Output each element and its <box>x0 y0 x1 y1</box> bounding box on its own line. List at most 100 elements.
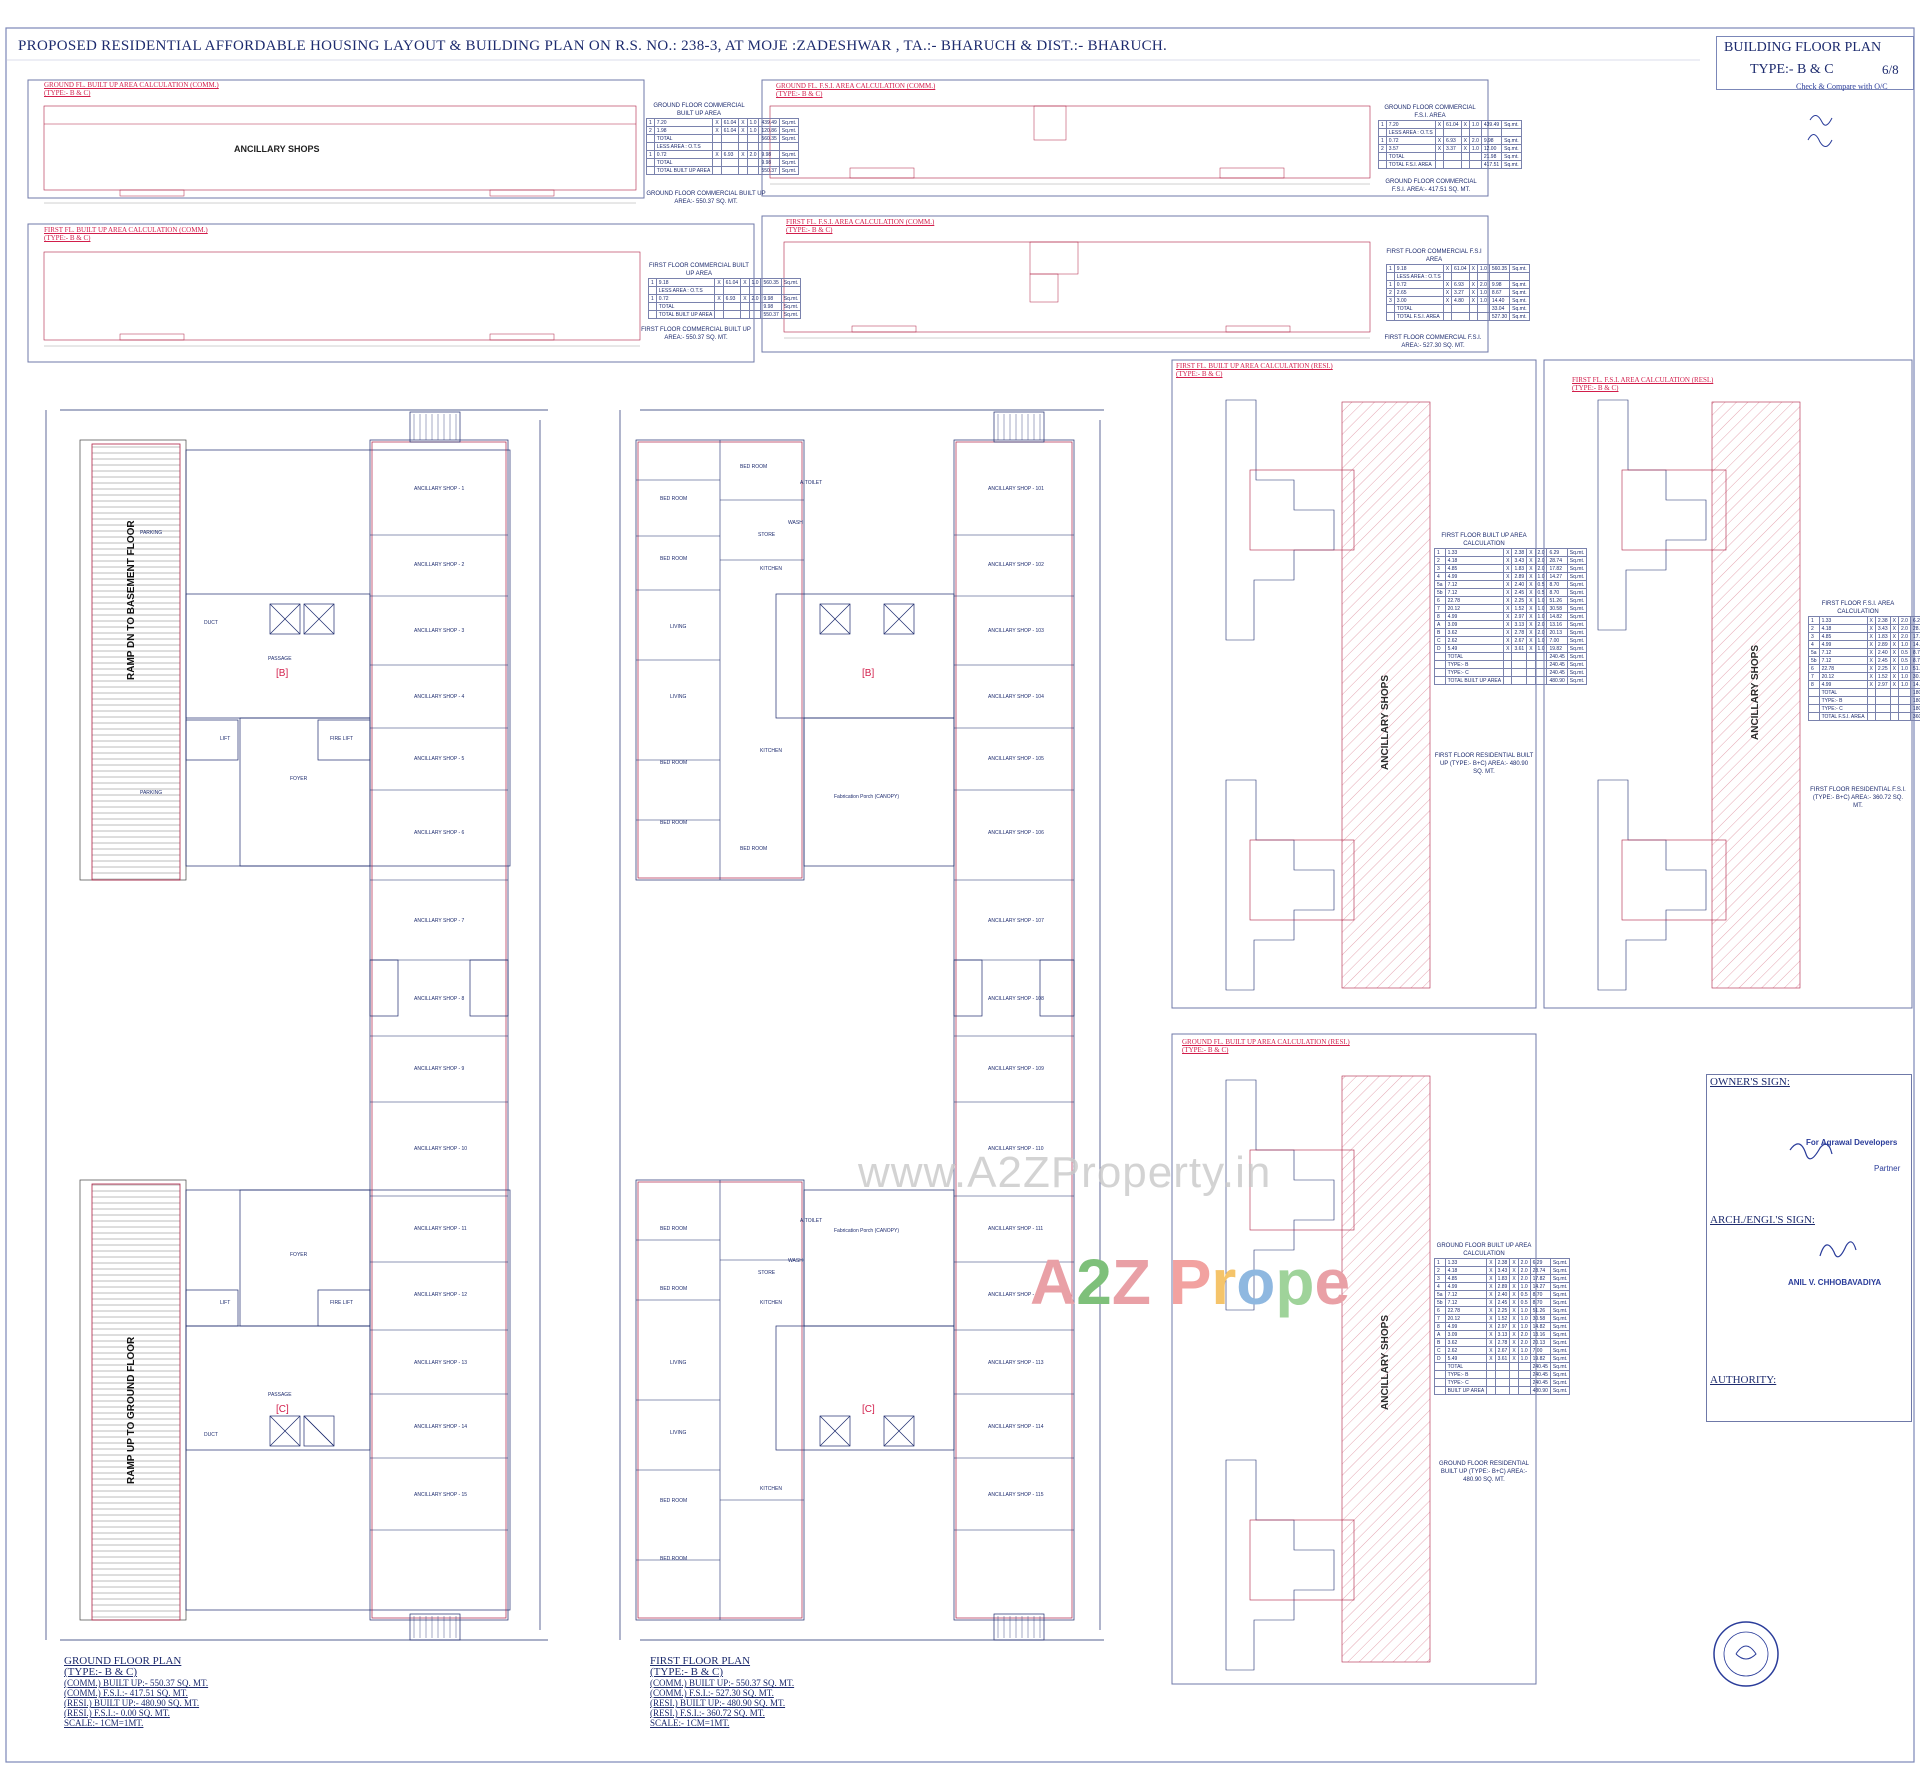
area-table-cell: X <box>1526 636 1536 645</box>
gf-foyer: FOYER <box>290 776 308 782</box>
area-table-cell: X <box>1486 1338 1496 1347</box>
area-table-cell <box>1526 652 1536 661</box>
area-table-cell <box>1874 712 1891 721</box>
area-table-cell: TOTAL <box>1444 652 1505 661</box>
area-table-cell: Sq.mt. <box>778 150 800 159</box>
area-table-cell: Sq.mt. <box>1549 1386 1571 1395</box>
ff-shop-8: ANCILLARY SHOP - 108 <box>988 996 1044 1002</box>
area-table-cell: 2.89 <box>1511 572 1528 581</box>
area-table-cell: 180.36 <box>1909 696 1920 705</box>
area-table-cell: 21.98 <box>1480 152 1503 161</box>
area-table-cell: X <box>1866 616 1876 625</box>
area-table-cell: Sq.mt. <box>1566 628 1588 637</box>
area-table-cell <box>1808 704 1820 713</box>
gf-bua-comm-subtitle: (TYPE:- B & C) <box>44 89 91 97</box>
ff-fsi-ancillary-label: ANCILLARY SHOPS <box>1750 644 1761 740</box>
area-table-cell: X <box>712 118 722 127</box>
area-table-cell: Sq.mt. <box>1566 604 1588 613</box>
area-table-cell <box>712 134 722 143</box>
area-table-cell: TOTAL F.S.I. AREA <box>1385 160 1436 169</box>
area-table-cell <box>712 142 722 151</box>
ff-bua-comm-caption: FIRST FLOOR COMMERCIAL BUILT UP AREA:- 5… <box>641 327 751 341</box>
area-table-cell: 1.0 <box>1534 612 1548 621</box>
fp-cap-5: (RESI.) F.S.I.:- 360.72 SQ. MT. <box>650 1708 765 1718</box>
area-table-cell <box>720 166 740 175</box>
area-table-cell: 2 <box>1808 624 1820 633</box>
area-table-cell: 7.20 <box>1385 120 1436 129</box>
ff-store-2: STORE <box>758 1270 776 1276</box>
area-table-cell: 4.80 <box>1451 296 1470 305</box>
area-table-cell: 7.12 <box>1444 588 1505 597</box>
area-table-cell: X <box>1468 280 1478 289</box>
area-table-cell: X <box>1889 616 1899 625</box>
area-table-cell <box>1476 304 1490 313</box>
ff-store-1: STORE <box>758 532 776 538</box>
area-table-cell: TOTAL BUILT UP AREA <box>1444 676 1505 685</box>
area-table-cell: 8.70 <box>1909 648 1920 657</box>
area-table-cell: Sq.mt. <box>778 118 800 127</box>
area-table-cell: 6.29 <box>1529 1258 1551 1267</box>
area-table-cell: LESS AREA : O.T.S <box>653 142 714 151</box>
area-table-cell: 8.67 <box>1488 288 1511 297</box>
fp-cap-1: (TYPE:- B & C) <box>650 1666 724 1678</box>
area-table-cell: Sq.mt. <box>778 126 800 135</box>
area-table-cell <box>1866 712 1876 721</box>
area-table-cell: 2.0 <box>1517 1258 1531 1267</box>
area-table-cell: X <box>1468 288 1478 297</box>
area-table-cell <box>748 310 762 319</box>
area-table-cell: X <box>1889 632 1899 641</box>
ff-canopy-1: Fabrication Porch (CANOPY) <box>834 794 900 800</box>
area-table-cell: 4.99 <box>1444 1322 1488 1331</box>
area-table-cell <box>1503 660 1513 669</box>
sheet-title: PROPOSED RESIDENTIAL AFFORDABLE HOUSING … <box>18 38 1168 54</box>
gf-fsi-comm-caption: GROUND FLOOR COMMERCIAL F.S.I. AREA:- 41… <box>1385 179 1477 193</box>
area-table-cell: 14.82 <box>1546 612 1568 621</box>
area-table-cell: D <box>1434 644 1446 653</box>
area-table-cell <box>648 310 657 319</box>
ff-shop-9: ANCILLARY SHOP - 109 <box>988 1066 1044 1072</box>
area-table-cell: 6 <box>1434 596 1446 605</box>
area-table-cell: 3.43 <box>1511 556 1528 565</box>
area-table-cell: 61.04 <box>1443 120 1462 129</box>
ff-shop-11: ANCILLARY SHOP - 111 <box>988 1226 1044 1232</box>
gf-duct: DUCT <box>204 620 218 626</box>
area-table-cell <box>722 310 742 319</box>
area-table-cell: X <box>1486 1282 1496 1291</box>
fp-cap-6: SCALE:- 1CM=1MT. <box>650 1718 730 1728</box>
area-table-cell: 2 <box>646 126 655 135</box>
area-table-cell: Sq.mt. <box>1549 1306 1571 1315</box>
ff-bed-10: BED ROOM <box>660 1556 688 1562</box>
area-table-cell: Sq.mt. <box>1549 1282 1571 1291</box>
ff-toilet-1: A.TOILET <box>800 480 823 486</box>
area-table-cell: 28.74 <box>1909 624 1920 633</box>
area-table-cell: Sq.mt. <box>1549 1322 1571 1331</box>
area-table-cell <box>1874 704 1891 713</box>
area-table-cell: TOTAL <box>1385 152 1436 161</box>
area-table-cell: X <box>1866 664 1876 673</box>
area-table-cell: 2.78 <box>1511 628 1528 637</box>
area-table-cell <box>646 158 655 167</box>
area-table-cell: 8 <box>1434 1322 1446 1331</box>
area-table-cell: Sq.mt. <box>778 134 800 143</box>
area-table-cell: 2.40 <box>1494 1290 1511 1299</box>
area-table-cell: 5a <box>1434 580 1446 589</box>
area-table-cell: Sq.mt. <box>1566 676 1588 685</box>
area-table-cell <box>1434 152 1445 161</box>
ff-bed-1: BED ROOM <box>660 496 688 502</box>
ff-resi-ancillary-label: ANCILLARY SHOPS <box>1380 674 1391 770</box>
area-table-cell: Sq.mt. <box>1566 644 1588 653</box>
area-table-cell: 2.0 <box>1897 632 1911 641</box>
area-table-cell: 2.0 <box>1517 1274 1531 1283</box>
area-table-cell <box>1494 1362 1511 1371</box>
area-table-cell: Sq.mt. <box>1549 1298 1571 1307</box>
area-table-cell: X <box>1526 548 1536 557</box>
area-table-cell: TOTAL BUILT UP AREA <box>653 166 714 175</box>
area-table-cell: 1.0 <box>1897 664 1911 673</box>
area-table-cell: 4.99 <box>1818 640 1868 649</box>
